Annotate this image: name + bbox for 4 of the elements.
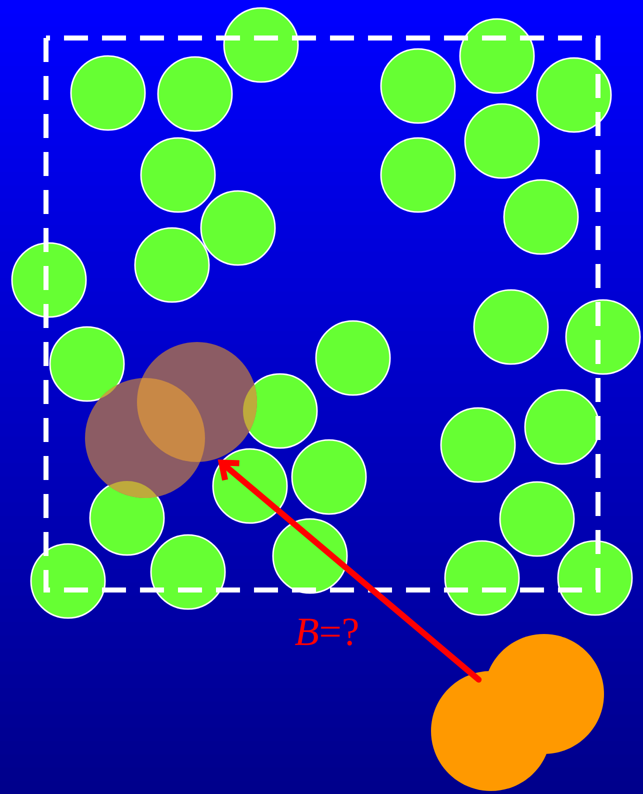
ghost-dimer: [85, 342, 257, 498]
arrow: [218, 459, 482, 683]
edge-label: B=?: [295, 618, 358, 646]
dimer: [431, 634, 604, 791]
